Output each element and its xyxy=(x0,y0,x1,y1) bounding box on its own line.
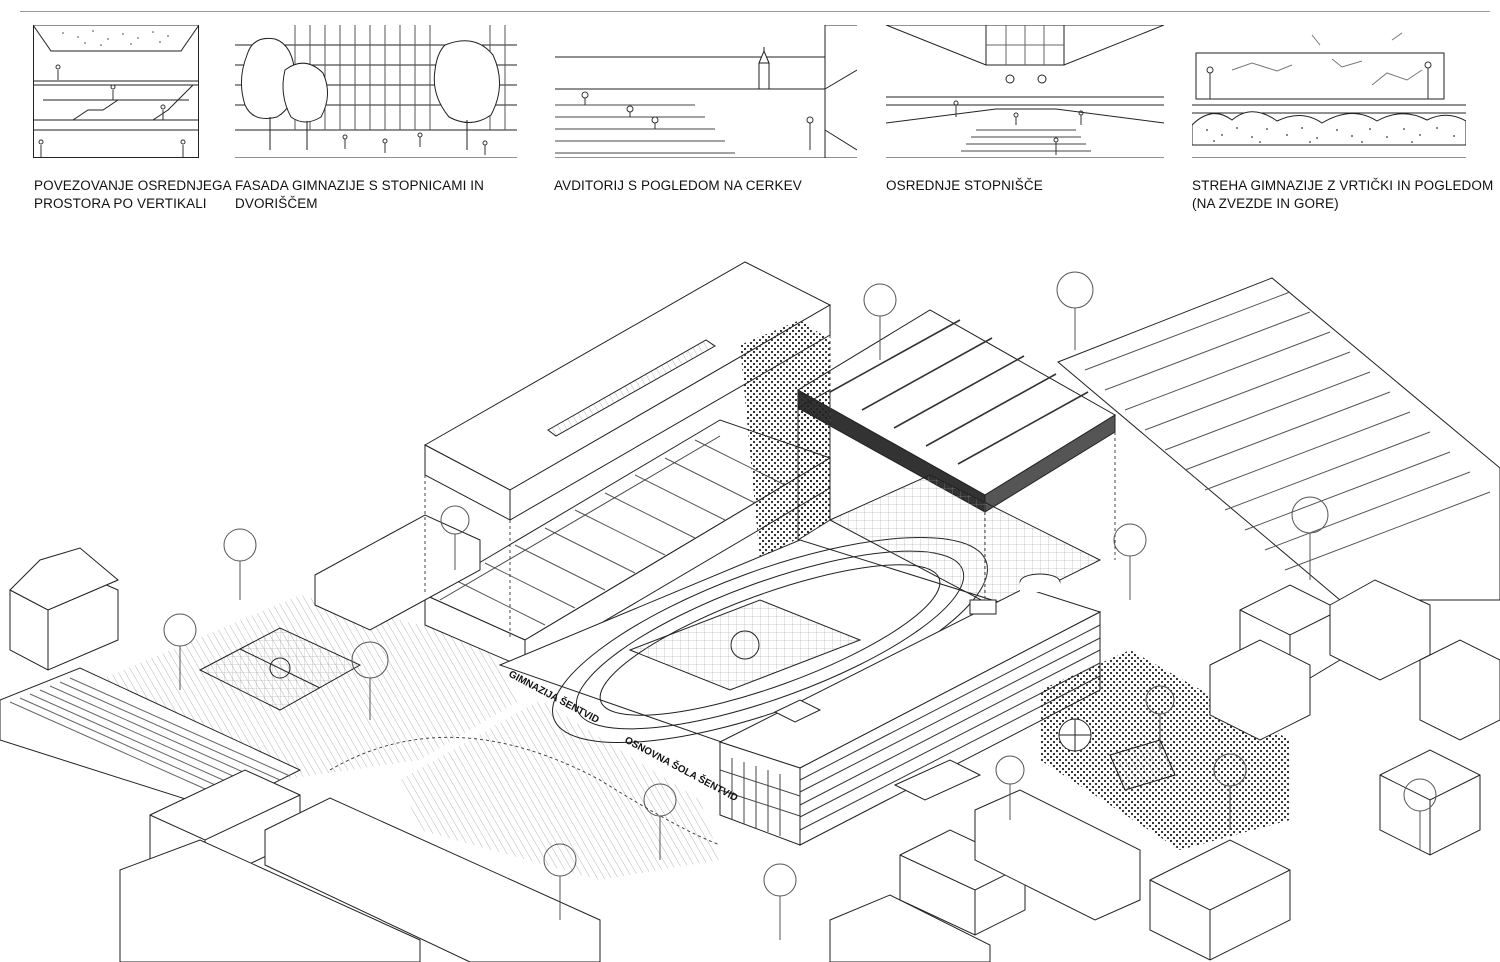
caption-auditorium: AVDITORIJ S POGLEDOM NA CERKEV xyxy=(554,178,802,193)
auditorium-church-view-sketch xyxy=(555,25,857,158)
roof-garden-stars-mountains-sketch xyxy=(1192,25,1466,158)
houses-bottom xyxy=(829,759,1291,962)
facade-stairs-courtyard-sketch xyxy=(235,25,517,158)
central-staircase-sketch xyxy=(886,25,1164,158)
caption-vertical-connection: POVEZOVANJE OSREDNJEGA PROSTORA PO VERTI… xyxy=(34,178,232,211)
small-house-left xyxy=(9,547,119,671)
caption-central-staircase: OSREDNJE STOPNIŠČE xyxy=(886,178,1043,193)
houses-right xyxy=(1209,579,1500,856)
outdoor-basketball-court xyxy=(198,627,362,711)
top-rule xyxy=(20,11,1490,12)
trees xyxy=(163,271,1437,940)
large-striped-roof xyxy=(1057,277,1500,601)
caption-facade-stairs: FASADA GIMNAZIJE S STOPNICAMI IN DVORIŠČ… xyxy=(235,178,484,211)
school-complex-axonometric-drawing: GIMNAZIJA ŠENTVID OSNOVNA ŠOLA ŠENTVID xyxy=(0,235,1500,962)
vertical-atrium-section-sketch xyxy=(33,25,199,158)
playground-area xyxy=(1040,650,1290,850)
main-school-building xyxy=(718,573,1102,846)
caption-roof-garden: STREHA GIMNAZIJE Z VRTIČKI IN POGLEDOM (… xyxy=(1192,178,1494,211)
